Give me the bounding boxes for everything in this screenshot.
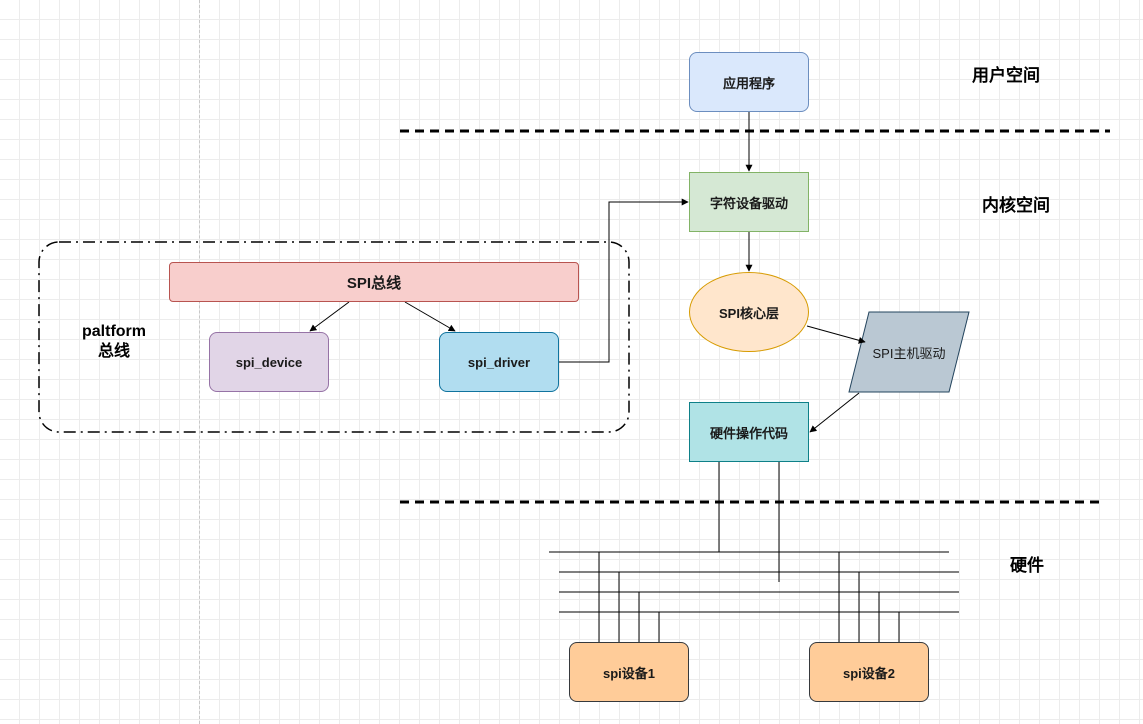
arrow-master-to-hw — [809, 392, 860, 433]
app-label: 应用程序 — [722, 75, 775, 91]
hw-code-label: 硬件操作代码 — [709, 425, 788, 441]
hw-code-node: 硬件操作代码 — [689, 402, 809, 462]
char-driver-node: 字符设备驱动 — [689, 172, 809, 232]
app-node: 应用程序 — [689, 52, 809, 112]
spi-master-driver-node: SPI主机驱动 — [849, 312, 969, 392]
arrow-core-to-master — [806, 325, 866, 344]
arrow-bus-to-driver — [404, 301, 456, 332]
spi-driver-node: spi_driver — [439, 332, 559, 392]
hardware-label: 硬件 — [1010, 556, 1044, 575]
platform-bus-label: paltform 总线 — [64, 322, 164, 362]
spi-device2-node: spi设备2 — [809, 642, 929, 702]
spi-device-node: spi_device — [209, 332, 329, 392]
spi-device1-label: spi设备1 — [602, 665, 655, 681]
hardware-bus — [549, 462, 959, 642]
char-driver-label: 字符设备驱动 — [709, 195, 788, 211]
spi-core-label: SPI核心层 — [719, 305, 779, 321]
platform-bus-line2: 总线 — [97, 343, 130, 360]
spi-bus-node: SPI总线 — [169, 262, 579, 302]
spi-device-label: spi_device — [235, 354, 303, 370]
spi-device1-node: spi设备1 — [569, 642, 689, 702]
spi-driver-label: spi_driver — [467, 354, 531, 370]
platform-bus-line1: paltform — [82, 323, 146, 340]
platform-bus-group — [38, 241, 630, 433]
spi-master-driver-shape — [848, 311, 970, 393]
arrow-driver-to-char — [559, 198, 689, 363]
spi-master-driver-label: SPI主机驱动 — [872, 345, 946, 361]
spi-bus-label: SPI总线 — [346, 274, 402, 292]
page-guide-line — [199, 0, 200, 724]
spi-core-node: SPI核心层 — [689, 272, 809, 352]
arrow-bus-to-device — [309, 301, 350, 332]
kernel-space-label: 内核空间 — [982, 196, 1050, 215]
spi-device2-label: spi设备2 — [842, 665, 895, 681]
user-space-label: 用户空间 — [972, 66, 1040, 85]
